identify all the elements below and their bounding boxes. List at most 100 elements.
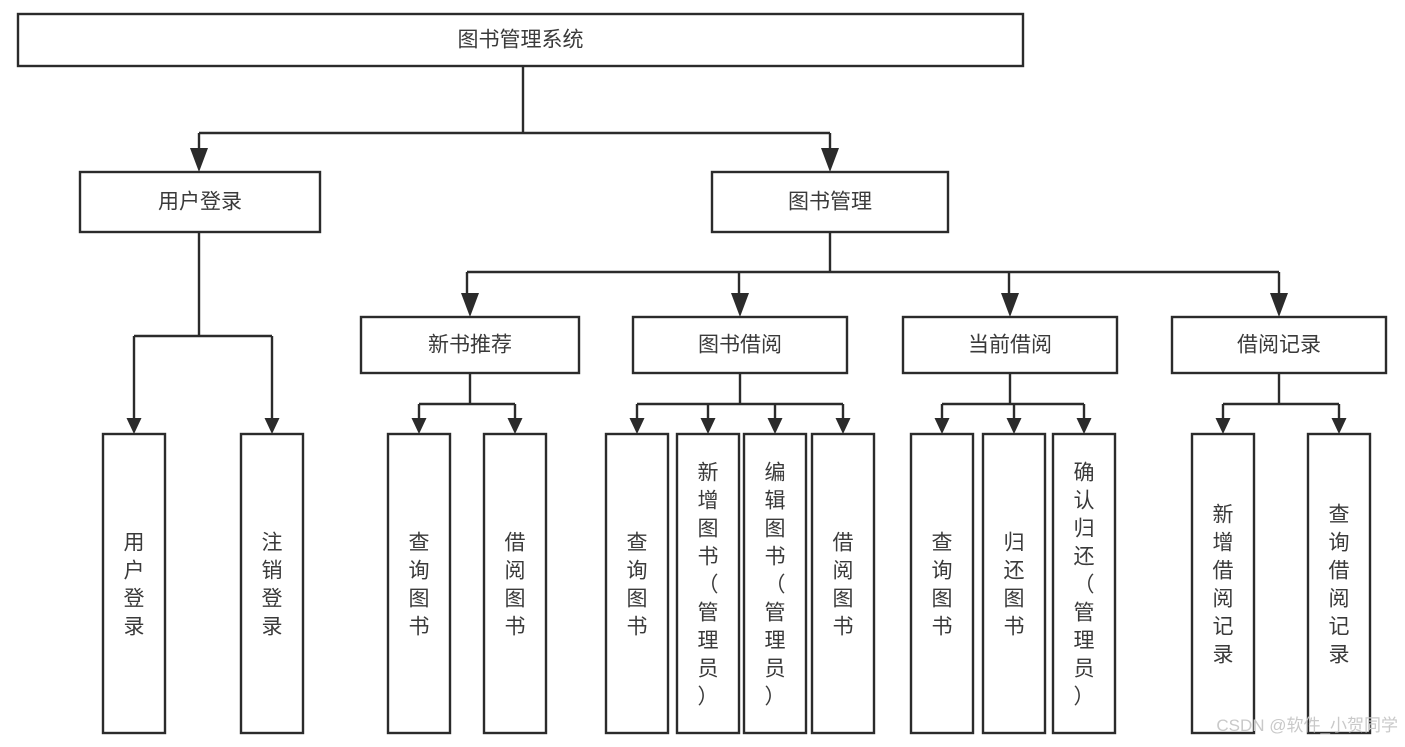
- label-char: 增: [698, 490, 719, 513]
- label-char: 员: [1074, 658, 1095, 681]
- arrowhead-icon-arrow-leaf-b2: [700, 418, 716, 434]
- arrowhead-icon-arrow-borrow: [731, 293, 749, 317]
- node-box-new-book-recommend: [359, 315, 581, 375]
- label-char: 图: [627, 588, 648, 611]
- node-box-leaf-logout: [239, 432, 305, 735]
- label-char: 书: [765, 546, 786, 569]
- node-label-root: 图书管理系统: [458, 29, 584, 52]
- label-char: 录: [1213, 644, 1234, 667]
- label-char: 阅: [1213, 588, 1234, 611]
- label-char: 查: [409, 532, 430, 555]
- arrowhead-icon-arrow-leaf-rec2: [1331, 418, 1347, 434]
- node-label-borrow-record: 借阅记录: [1237, 334, 1321, 357]
- label-char: 询: [932, 560, 953, 583]
- label-char: 理: [765, 630, 786, 653]
- label-char: 图: [765, 518, 786, 541]
- node-label-leaf-user-login: 用户登录: [124, 532, 145, 639]
- arrowhead-icon-arrow-book-manage: [821, 148, 839, 172]
- label-char: 理: [698, 630, 719, 653]
- arrowhead-icon-arrow-current: [1001, 293, 1019, 317]
- label-char: 书: [627, 616, 648, 639]
- label-char: 图: [932, 588, 953, 611]
- label-char: 认: [1074, 490, 1095, 513]
- label-char: 询: [1329, 532, 1350, 555]
- arrowhead-layer: [126, 148, 1347, 434]
- label-char: 确: [1074, 462, 1095, 485]
- label-char: 管: [698, 602, 719, 625]
- label-char: 归: [1074, 518, 1095, 541]
- node-current-borrow[interactable]: 当前借阅: [901, 315, 1119, 375]
- label-char: 图: [698, 518, 719, 541]
- label-char: 记: [1329, 616, 1350, 639]
- label-char: 查: [932, 532, 953, 555]
- node-box-leaf-borrow-book: [810, 432, 876, 735]
- node-borrow-record[interactable]: 借阅记录: [1170, 315, 1388, 375]
- node-book-borrow[interactable]: 图书借阅: [631, 315, 849, 375]
- node-box-leaf-add-borrow-record: [1190, 432, 1256, 735]
- label-char: 书: [505, 616, 526, 639]
- label-char: （: [698, 574, 719, 597]
- label-char: ）: [1074, 686, 1095, 709]
- node-box-book-manage: [710, 170, 950, 234]
- label-char: 查: [1329, 504, 1350, 527]
- arrowhead-icon-arrow-leaf-rec1: [1215, 418, 1231, 434]
- arrowhead-icon-arrow-leaf-c3: [1076, 418, 1092, 434]
- label-char: 询: [409, 560, 430, 583]
- label-char: 书: [698, 546, 719, 569]
- node-new-book-recommend[interactable]: 新书推荐: [359, 315, 581, 375]
- node-box-leaf-query-borrow-record: [1306, 432, 1372, 735]
- label-char: 查: [627, 532, 648, 555]
- label-char: 书: [1004, 616, 1025, 639]
- label-char: 图: [409, 588, 430, 611]
- arrowhead-icon-arrow-leaf-c1: [934, 418, 950, 434]
- label-char: 还: [1074, 546, 1095, 569]
- node-box-leaf-query-book-borrow: [604, 432, 670, 735]
- label-char: 注: [262, 532, 283, 555]
- label-char: 图: [1004, 588, 1025, 611]
- arrowhead-icon-arrow-leaf-logout: [264, 418, 280, 434]
- node-label-book-manage: 图书管理: [788, 191, 872, 214]
- node-box-leaf-query-book-recommend: [386, 432, 452, 735]
- node-box-leaf-return-book: [981, 432, 1047, 735]
- label-char: 书: [833, 616, 854, 639]
- label-char: ）: [698, 686, 719, 709]
- label-char: 新: [698, 462, 719, 485]
- node-user-login[interactable]: 用户登录: [78, 170, 322, 234]
- arrowhead-icon-arrow-leaf-b1: [629, 418, 645, 434]
- node-book-manage[interactable]: 图书管理: [710, 170, 950, 234]
- label-char: ）: [765, 686, 786, 709]
- node-root[interactable]: 图书管理系统: [16, 12, 1025, 68]
- node-layer: 图书管理系统用户登录图书管理新书推荐图书借阅当前借阅借阅记录用户登录注销登录查询…: [16, 12, 1388, 735]
- label-char: 户: [124, 560, 145, 583]
- arrowhead-icon-arrow-record: [1270, 293, 1288, 317]
- label-char: 记: [1213, 616, 1234, 639]
- node-leaf-user-login[interactable]: 用户登录: [101, 432, 167, 735]
- label-char: 归: [1004, 532, 1025, 555]
- label-char: 销: [262, 560, 283, 583]
- node-box-leaf-confirm-return-admin: [1051, 432, 1117, 735]
- csdn-watermark: CSDN @软件_小贺同学: [1216, 716, 1398, 735]
- node-box-leaf-borrow-book-recommend: [482, 432, 548, 735]
- label-char: 增: [1213, 532, 1234, 555]
- node-box-leaf-user-login: [101, 432, 167, 735]
- label-char: 书: [932, 616, 953, 639]
- label-char: 编: [765, 462, 786, 485]
